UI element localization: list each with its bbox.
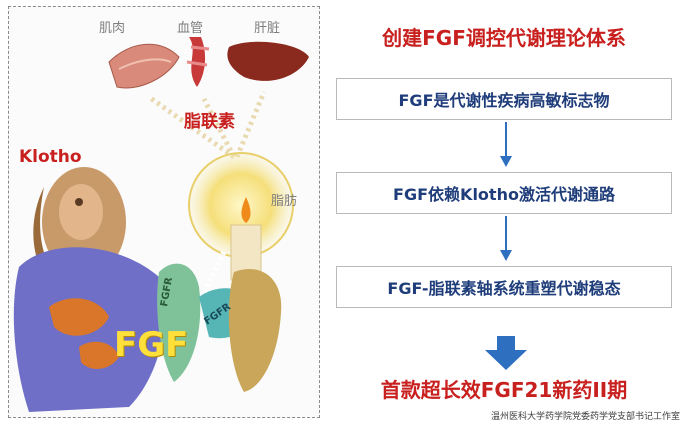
big-down-arrow-icon xyxy=(485,336,527,370)
fgfr-protein-1 xyxy=(157,263,201,382)
fgfr-label-1: FGFR xyxy=(159,276,175,307)
adiponectin-label: 脂联素 xyxy=(184,112,235,132)
illustration-panel: FGFR FGFR 肌肉 血管 肝脏 脂联素 Klotho 脂肪 FGF xyxy=(8,6,320,418)
flow-title: 创建FGF调控代谢理论体系 xyxy=(382,26,626,50)
flow-step-2: FGF依赖Klotho激活代谢通路 xyxy=(336,172,672,214)
liver-image xyxy=(227,41,309,81)
final-result: 首款超长效FGF21新药II期 xyxy=(380,378,628,402)
organ-label-liver: 肝脏 xyxy=(254,21,281,36)
flow-step-1: FGF是代谢性疾病高敏标志物 xyxy=(336,78,672,120)
muscle-image xyxy=(108,43,180,89)
fat-label: 脂肪 xyxy=(271,194,298,209)
footer-text: 温州医科大学药学院党委药学党支部书记工作室 xyxy=(490,412,680,422)
down-arrow-icon xyxy=(500,122,512,167)
organ-label-muscle: 肌肉 xyxy=(99,21,126,36)
down-arrow-icon xyxy=(500,216,512,261)
metabolism-illustration: FGFR FGFR xyxy=(13,37,309,412)
fat-cell-image xyxy=(189,153,293,257)
klotho-label: Klotho xyxy=(19,147,82,167)
adipo-protein xyxy=(228,268,282,392)
fgf-label: FGF xyxy=(114,325,189,365)
flow-step-3: FGF-脂联素轴系统重塑代谢稳态 xyxy=(336,266,672,308)
organ-label-vessel: 血管 xyxy=(177,21,204,36)
